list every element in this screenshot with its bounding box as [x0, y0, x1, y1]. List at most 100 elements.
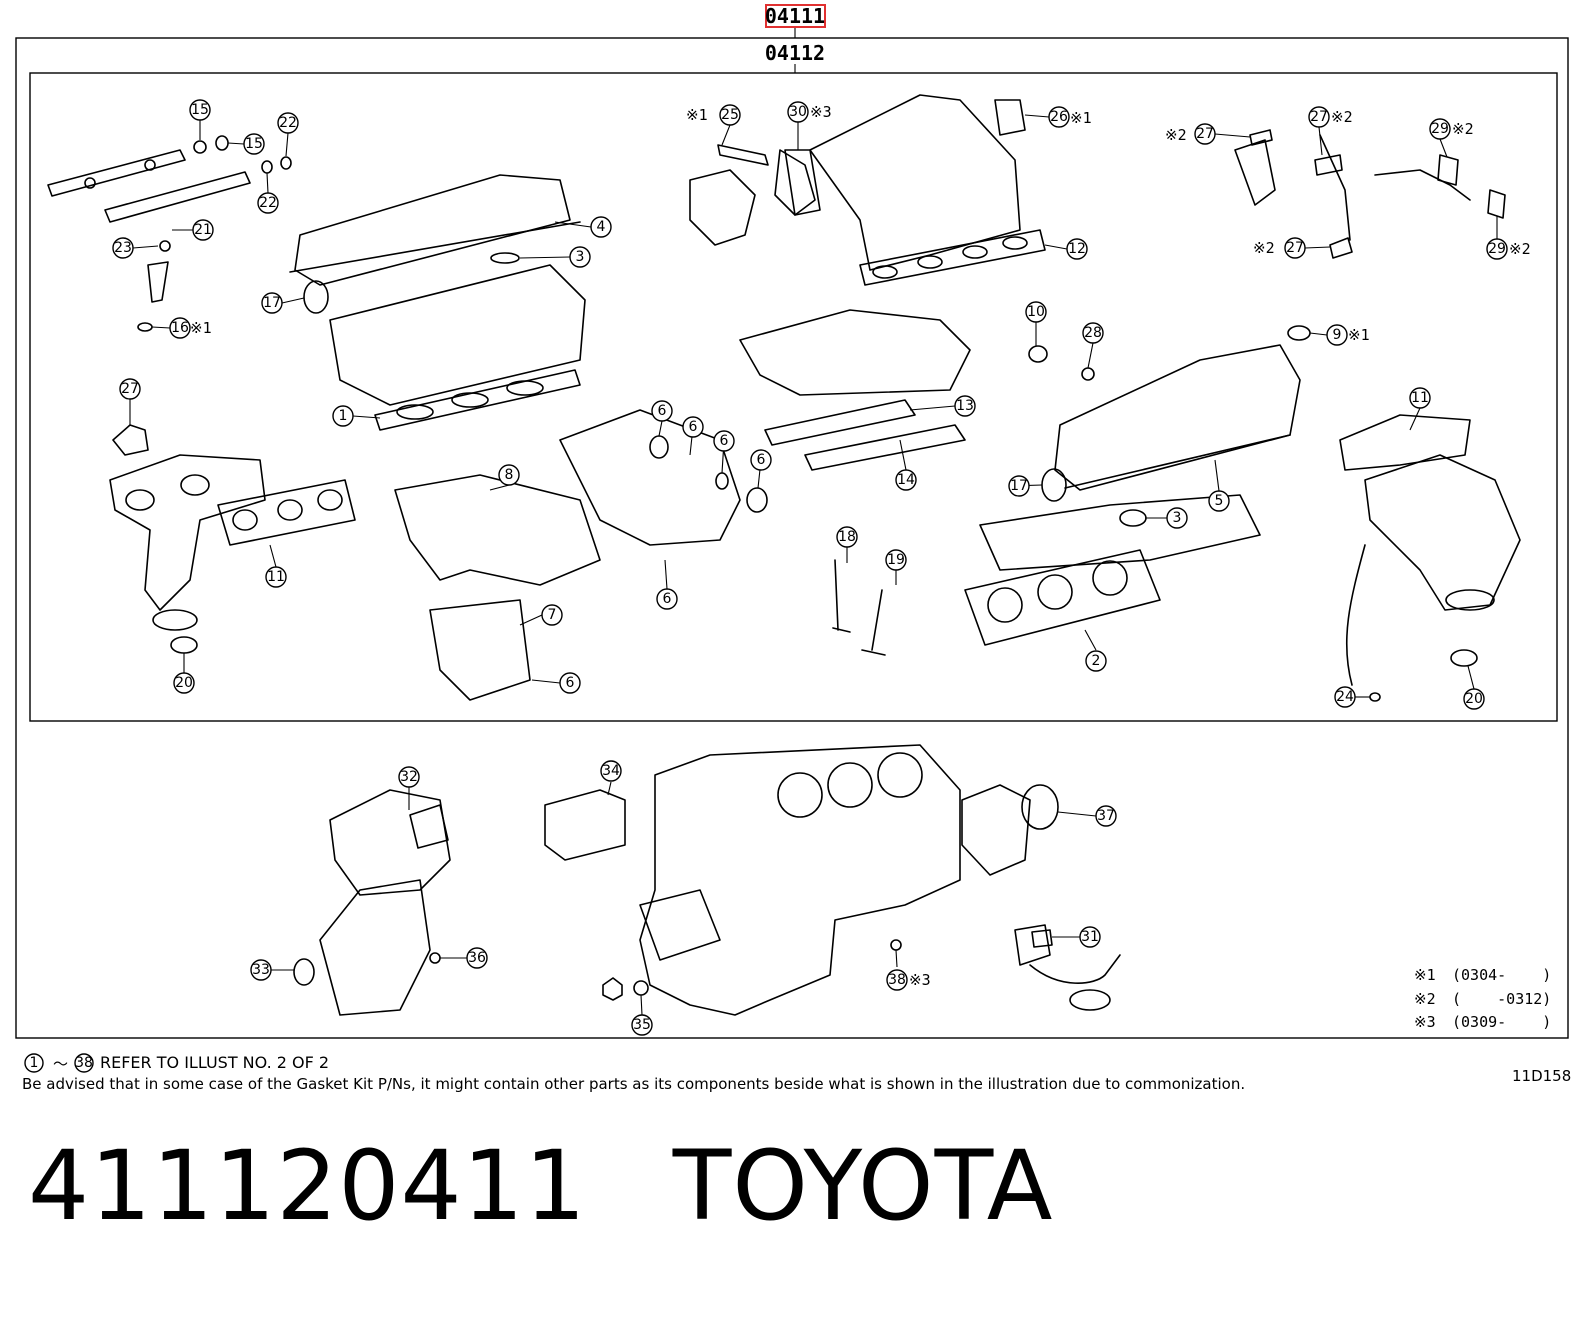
svg-text:22: 22 [259, 195, 277, 211]
callout-21[interactable]: 21 [192, 219, 214, 241]
callout-17a[interactable]: 17 [261, 292, 283, 314]
callout-20b[interactable]: 20 [1463, 688, 1485, 710]
callout-27a[interactable]: 27 [119, 378, 141, 400]
callout-36[interactable]: 36 [466, 947, 488, 969]
svg-text:※2: ※2 [1414, 990, 1436, 1008]
valves [832, 559, 886, 656]
callout-4[interactable]: 4 [590, 216, 612, 238]
svg-text:34: 34 [602, 763, 620, 779]
callout-34[interactable]: 34 [600, 760, 622, 782]
callout-6d[interactable]: 6 [750, 449, 772, 471]
leader-lines [129, 114, 1498, 1016]
callout-7[interactable]: 7 [541, 604, 563, 626]
callout-18[interactable]: 18 [836, 526, 858, 548]
callout-28[interactable]: 28 [1082, 322, 1104, 344]
callout-20a[interactable]: 20 [173, 672, 195, 694]
svg-text:※1: ※1 [686, 106, 708, 124]
callout-19[interactable]: 19 [885, 549, 907, 571]
callout-6c[interactable]: 6 [713, 430, 735, 452]
callout-29a[interactable]: 29 [1429, 118, 1451, 140]
svg-text:※2: ※2 [1253, 239, 1275, 257]
svg-text:33: 33 [252, 962, 270, 978]
note-marks: ※1 ※1 ※1 ※1 ※3 ※2 ※2 ※2 ※2 ※2 ※3 [190, 103, 1531, 989]
svg-text:※2: ※2 [1331, 108, 1353, 126]
svg-text:17: 17 [1010, 478, 1028, 494]
callout-27b[interactable]: 27 [1194, 123, 1216, 145]
svg-text:6: 6 [658, 403, 667, 419]
range-end-callout: 38 [74, 1053, 94, 1073]
injector [147, 261, 169, 303]
callout-11a[interactable]: 11 [1409, 387, 1431, 409]
svg-text:21: 21 [194, 222, 212, 238]
callout-2[interactable]: 2 [1085, 650, 1107, 672]
svg-text:※2: ※2 [1165, 126, 1187, 144]
svg-text:※3: ※3 [909, 971, 931, 989]
callout-30[interactable]: 30 [787, 101, 809, 123]
cylinder-head-cover-left [289, 174, 581, 286]
footer-range: 1 ～ 38 [24, 1053, 94, 1073]
callout-35[interactable]: 35 [631, 1014, 653, 1036]
svg-text:28: 28 [1084, 325, 1102, 341]
svg-text:18: 18 [838, 529, 856, 545]
range-separator: ～ [53, 1055, 68, 1073]
svg-text:10: 10 [1027, 304, 1045, 320]
svg-text:27: 27 [1286, 240, 1304, 256]
callout-15b[interactable]: 15 [243, 133, 265, 155]
callout-32[interactable]: 32 [398, 766, 420, 788]
svg-text:6: 6 [757, 452, 766, 468]
manifold-gasket-1 [374, 369, 581, 431]
svg-text:24: 24 [1336, 689, 1354, 705]
callout-3a[interactable]: 3 [569, 246, 591, 268]
throttle-body [689, 149, 816, 246]
callout-24[interactable]: 24 [1334, 686, 1356, 708]
callout-9[interactable]: 9 [1326, 324, 1348, 346]
svg-text:3: 3 [576, 249, 585, 265]
callout-33[interactable]: 33 [250, 959, 272, 981]
callout-23[interactable]: 23 [112, 237, 134, 259]
callout-8[interactable]: 8 [498, 464, 520, 486]
callout-6e[interactable]: 6 [656, 588, 678, 610]
callout-12[interactable]: 12 [1066, 238, 1088, 260]
fuel-rails [47, 149, 251, 223]
callout-16[interactable]: 16 [169, 317, 191, 339]
svg-text:38: 38 [888, 972, 906, 988]
svg-text:15: 15 [191, 102, 209, 118]
callout-29b[interactable]: 29 [1486, 238, 1508, 260]
callout-5[interactable]: 5 [1208, 490, 1230, 512]
cylinder-head-cover-right [1054, 344, 1301, 491]
callout-1[interactable]: 1 [332, 405, 354, 427]
svg-text:※1: ※1 [1070, 109, 1092, 127]
callout-6b[interactable]: 6 [682, 416, 704, 438]
callout-25[interactable]: 25 [719, 104, 741, 126]
callout-27d[interactable]: 27 [1284, 237, 1306, 259]
callout-26[interactable]: 26 [1048, 106, 1070, 128]
callouts: 1 2 3 3 4 5 6 6 6 6 6 6 7 8 9 10 11 11 1… [112, 99, 1508, 1036]
svg-text:29: 29 [1431, 121, 1449, 137]
dipstick-tube [1345, 544, 1366, 686]
svg-text:29: 29 [1488, 241, 1506, 257]
callout-6a[interactable]: 6 [651, 400, 673, 422]
svg-text:11: 11 [267, 569, 285, 585]
callout-13[interactable]: 13 [954, 395, 976, 417]
svg-text:( -0312): ( -0312) [1452, 990, 1551, 1008]
callout-27c[interactable]: 27 [1308, 106, 1330, 128]
svg-text:26: 26 [1050, 109, 1068, 125]
timing-chain-cover [319, 879, 431, 1016]
svg-text:17: 17 [263, 295, 281, 311]
callout-10[interactable]: 10 [1025, 301, 1047, 323]
callout-3b[interactable]: 3 [1166, 507, 1188, 529]
callout-22a[interactable]: 22 [277, 112, 299, 134]
callout-6f[interactable]: 6 [559, 672, 581, 694]
svg-text:1: 1 [339, 408, 348, 424]
callout-15a[interactable]: 15 [189, 99, 211, 121]
callout-11b[interactable]: 11 [265, 566, 287, 588]
callout-14[interactable]: 14 [895, 469, 917, 491]
callout-38[interactable]: 38 [886, 969, 908, 991]
callout-31[interactable]: 31 [1079, 926, 1101, 948]
callout-22b[interactable]: 22 [257, 192, 279, 214]
callout-17b[interactable]: 17 [1008, 475, 1030, 497]
top-code[interactable]: 04111 [765, 4, 825, 28]
callout-37[interactable]: 37 [1095, 805, 1117, 827]
svg-text:※1: ※1 [190, 319, 212, 337]
svg-text:15: 15 [245, 136, 263, 152]
